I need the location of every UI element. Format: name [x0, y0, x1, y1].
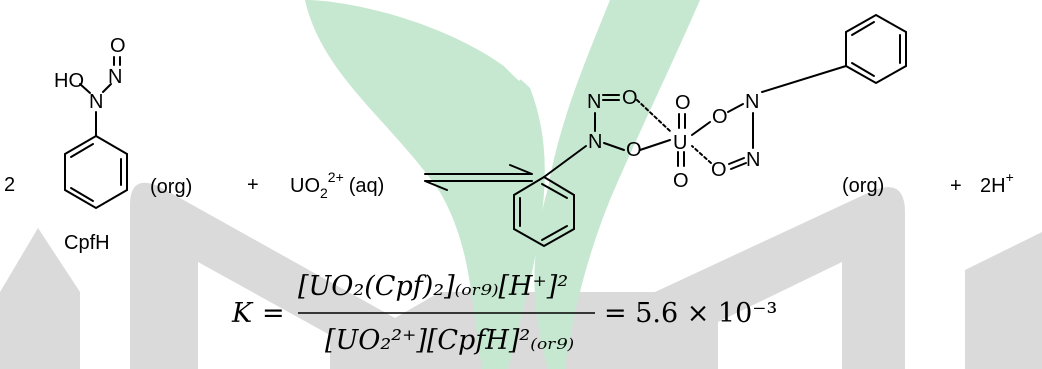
atom-nitrogen-left-nitroso: N	[587, 91, 601, 113]
forward-arrow	[424, 164, 533, 175]
equilibrium-arrows	[424, 164, 533, 191]
watermark-right-leaf	[534, 0, 700, 369]
bond-right-o-u	[691, 145, 712, 164]
uranyl-ion: UO22+ (aq)	[290, 169, 384, 201]
right-phenyl-double-3	[851, 62, 875, 77]
watermark-left-pillar	[0, 228, 80, 369]
equation-numerator: [UO₂(Cpf)₂]₍ₒᵣ₉₎[H⁺]²	[298, 271, 568, 302]
watermark-left-leaf	[305, 0, 545, 369]
atom-nitrogen-amine: N	[89, 91, 103, 113]
phenyl-ring-double-2	[70, 187, 94, 202]
bond-left-o-u-top	[636, 99, 671, 132]
atom-hydroxyl: HO	[54, 70, 84, 92]
right-phenyl-ring	[845, 13, 907, 85]
watermark-left-arch	[130, 182, 395, 369]
ligand-name: CpfH	[64, 232, 110, 254]
equilibrium-constant: K = [UO₂(Cpf)₂]₍ₒᵣ₉₎[H⁺]² [UO₂²⁺][CpfH]²…	[231, 271, 777, 356]
watermark-right-leaf-vein	[567, 0, 602, 83]
atom-oxygen-right-nitroso: O	[711, 159, 727, 181]
plus-sign-2: +	[950, 175, 962, 197]
bond-left-n-ring	[543, 145, 587, 178]
protons-product: 2H+	[980, 169, 1014, 197]
watermark-left-leaf-vein	[458, 0, 521, 81]
watermark-center-block	[395, 292, 655, 369]
equation-lhs: K	[231, 298, 254, 329]
atom-oxygen-left-nitroso: O	[622, 87, 638, 109]
atom-nitrogen-right-nitroso: N	[746, 149, 760, 171]
equation-equals: =	[262, 298, 285, 329]
uranyl-phase-label: (aq)	[349, 175, 385, 197]
uranyl-superscript: 2+	[328, 169, 344, 185]
right-phenyl-double-1	[851, 21, 875, 36]
bond-right-n-o-double-2	[730, 162, 747, 170]
left-phenyl-double-1	[541, 183, 568, 199]
bond-right-u-o	[691, 121, 711, 136]
phenyl-ring-double-3	[70, 143, 94, 158]
cupferron-structure: HO N N O	[54, 35, 128, 210]
bond-left-o-u-bottom	[639, 139, 671, 151]
bond-n-n	[102, 83, 112, 93]
atom-uranyl-oxo-bottom: O	[673, 170, 689, 192]
uranyl-complex-structure: O U O O N N O O N N O	[513, 13, 907, 248]
bond-o-n	[79, 83, 91, 94]
equation-denominator: [UO₂²⁺][CpfH]²₍ₒᵣ₉₎	[325, 325, 574, 356]
uranyl-subscript: 2	[320, 185, 328, 201]
atom-oxygen-left-hydroxy: O	[626, 139, 642, 161]
bond-right-o-n	[727, 103, 744, 113]
atom-nitrogen-nitroso: N	[108, 66, 122, 88]
atom-oxygen-right-hydroxy: O	[712, 106, 728, 128]
bond-right-n-o-double-1	[728, 157, 745, 165]
left-phenyl-double-2	[541, 225, 568, 241]
plus-sign-1: +	[247, 174, 259, 196]
atom-nitrogen-right-amine: N	[745, 91, 759, 113]
phenyl-ring	[64, 134, 128, 210]
atom-oxygen-nitroso: O	[110, 35, 126, 57]
bond-left-n-o	[603, 142, 625, 151]
atom-uranium: U	[673, 132, 687, 154]
bond-right-n-ring	[761, 65, 847, 93]
coefficient-left: 2	[4, 174, 15, 196]
proton-charge: +	[1006, 169, 1014, 185]
uranyl-base: UO	[290, 175, 320, 197]
left-phenyl-ring	[513, 175, 575, 248]
equation-value: = 5.6 × 10⁻³	[604, 298, 777, 329]
atom-nitrogen-left-amine: N	[588, 131, 602, 153]
watermark-right-pillar	[965, 232, 1042, 369]
product-phase-label: (org)	[842, 175, 884, 197]
ligand-phase-label: (org)	[150, 176, 192, 198]
reverse-arrow	[424, 180, 533, 191]
watermark-right-arch	[655, 187, 905, 369]
coefficient-right: 2H	[980, 175, 1006, 197]
atom-uranyl-oxo-top: O	[675, 92, 691, 114]
